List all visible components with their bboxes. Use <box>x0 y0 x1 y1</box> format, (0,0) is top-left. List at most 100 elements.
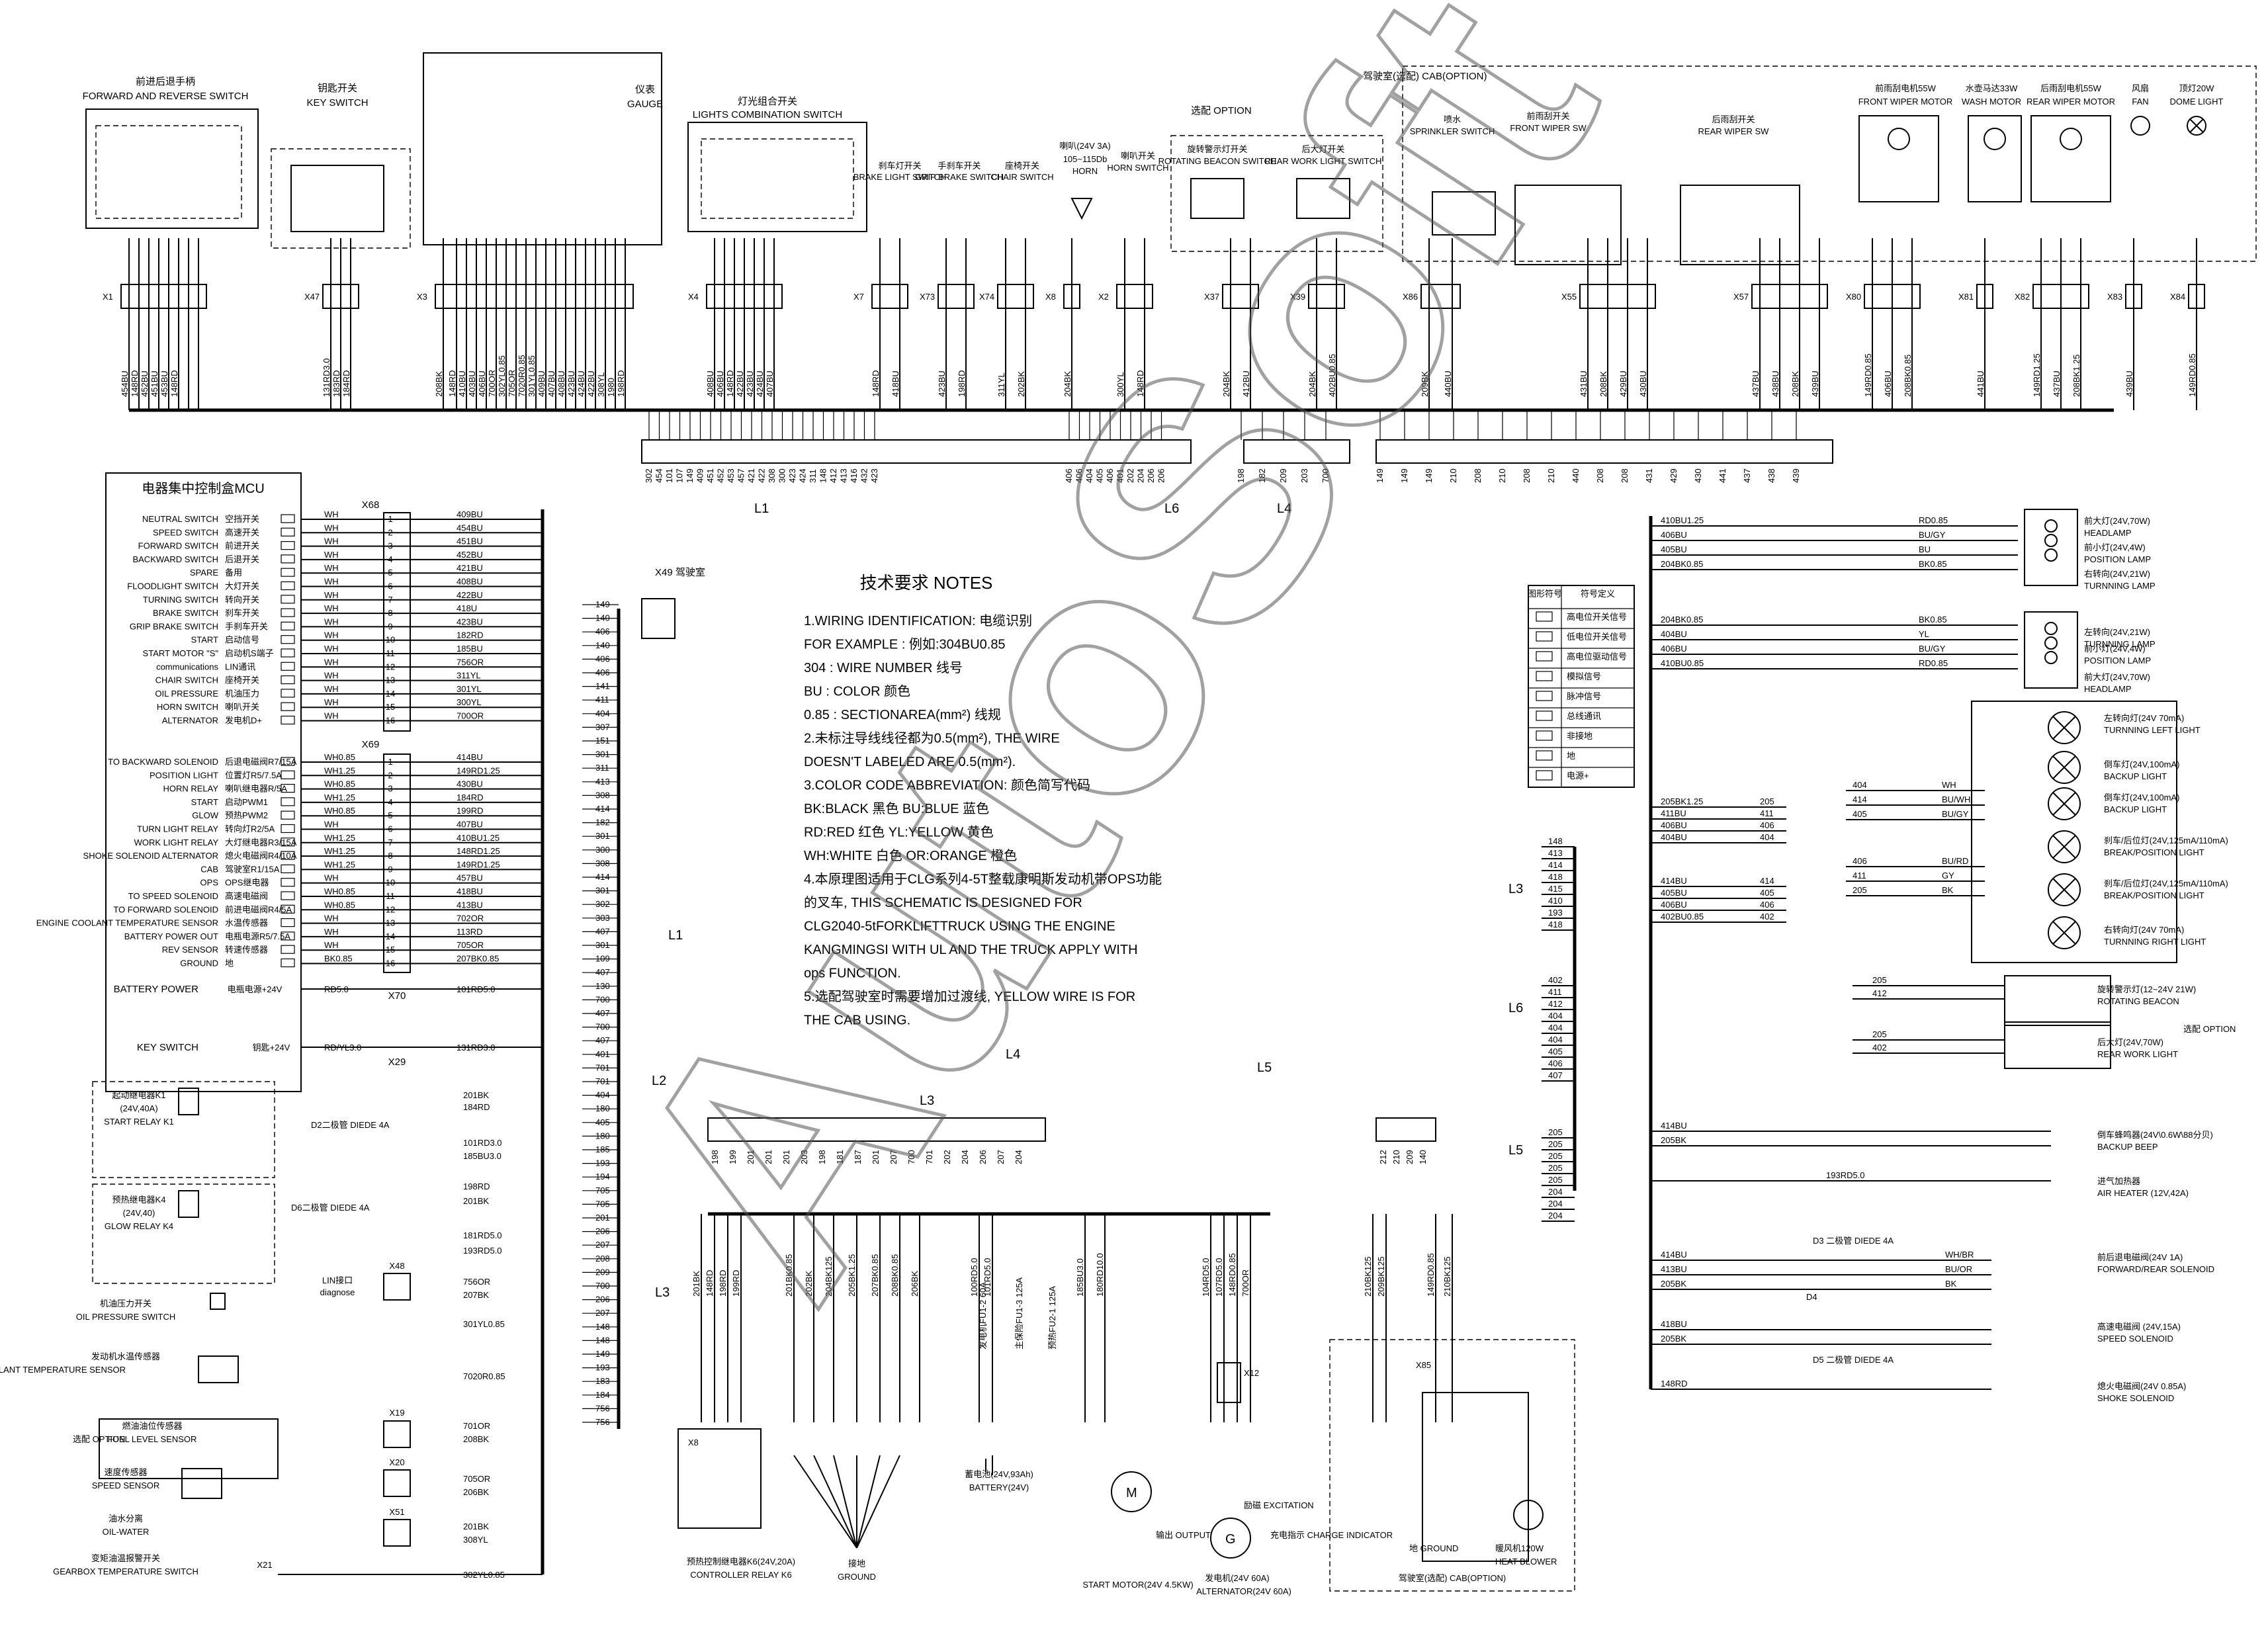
mcu-wire-color: WH0.85 <box>324 752 355 762</box>
wire-number: 101RD5.0 <box>982 1258 992 1297</box>
junction-number: 404 <box>1084 468 1094 483</box>
right-wire-number: 205 <box>1548 1175 1563 1185</box>
mcu-pin: 1 <box>388 757 392 767</box>
signal-type-icon <box>281 554 295 564</box>
junction-number: 182 <box>1257 468 1267 483</box>
lamp-icon <box>2048 751 2081 784</box>
junction-number: 429 <box>1669 468 1679 483</box>
mcu-signal-label: HORN SWITCH <box>157 702 218 712</box>
wire-number: 205BK1.25 <box>847 1254 857 1297</box>
right-wire-color: YL <box>1919 629 1929 639</box>
option-label: 选配 OPTION <box>1191 105 1252 116</box>
mcu-wire-number: 149RD1.25 <box>457 765 500 775</box>
junction-number: 101 <box>664 468 674 483</box>
wire-number: 407BU <box>546 370 556 397</box>
wire-number: 180RD10.0 <box>1095 1253 1105 1297</box>
wire-number: 207BK0.85 <box>870 1254 880 1297</box>
junction-number: 210 <box>1448 468 1458 483</box>
mcu-wire-number: 311YL <box>457 671 481 681</box>
lin-en: diagnose <box>320 1287 355 1297</box>
wire-number: 407BU <box>765 370 775 397</box>
junction-number: 457 <box>736 468 746 483</box>
comp-title-en: BRAKE LIGHT SWITCH <box>853 172 947 182</box>
right-wire-number: 404 <box>1853 780 1867 790</box>
mcu-signal-label: GROUND <box>180 959 218 968</box>
connector-x29: X29 <box>388 1056 406 1068</box>
right-frames: 选配 OPTION <box>1971 509 2236 1069</box>
junction-number: 406 <box>1064 468 1074 483</box>
mcu-signal-label: ENGINE COOLANT TEMPERATURE SENSOR <box>36 918 218 928</box>
mcu-signal-cn: 高速开关 <box>225 527 259 537</box>
right-component-cn: 倒车灯(24V,100mA) <box>2104 793 2179 802</box>
right-wire-number: 414 <box>1548 860 1563 870</box>
mcu-signal-label: REV SENSOR <box>162 945 218 955</box>
right-wire-number: 204 <box>1548 1211 1563 1221</box>
right-wire-color: 405 <box>1760 888 1774 898</box>
junction-number: 149 <box>1375 468 1385 483</box>
mcu-wire-color: WH <box>324 644 339 654</box>
wire: 207BK <box>463 1290 489 1300</box>
bus-label: L5 <box>1257 1060 1272 1075</box>
signal-type-icon <box>281 689 295 698</box>
legend-definition: 高电位驱动信号 <box>1567 652 1627 662</box>
junction-number: 208 <box>1620 468 1630 483</box>
wire: 201BK <box>463 1090 489 1100</box>
bus-label: L4 <box>1277 501 1291 516</box>
junction-number: 208 <box>1522 468 1532 483</box>
mcu-pin: 13 <box>386 675 395 685</box>
right-wire-number: 414 <box>1853 795 1867 804</box>
mcu-signal-cn: 喇叭开关 <box>225 702 259 712</box>
mcu-pin: 9 <box>388 864 392 874</box>
note-line: 1.WIRING IDENTIFICATION: 电缆识别 <box>804 613 1032 628</box>
right-wire-number: 406 <box>1548 1058 1563 1068</box>
legend-definition: 低电位开关信号 <box>1567 632 1627 642</box>
mcu-wire-color: WH <box>324 697 339 707</box>
wire-number: 208BK <box>1790 371 1800 397</box>
junction-number: 198 <box>710 1150 720 1164</box>
mcu-pin: 5 <box>388 810 392 820</box>
mcu-signal-label: SHOKE SOLENOID ALTERNATOR <box>83 851 218 861</box>
rear-wiper-switch-box <box>1680 185 1800 265</box>
junction-number: 204 <box>1136 468 1146 483</box>
right-component-en: SPEED SOLENOID <box>2097 1334 2173 1344</box>
right-wire-number: 404BU <box>1661 832 1687 842</box>
glow-relay-sub: (24V,40) <box>123 1208 155 1218</box>
junction-strip-b <box>1243 439 1350 464</box>
mcu-pin: 13 <box>386 918 395 928</box>
right-wire-number: 204BK0.85 <box>1661 559 1703 569</box>
mcu-signal-cn: 电瓶电源R5/7.5A <box>225 931 290 941</box>
right-wire-color: 411 <box>1760 808 1774 818</box>
comp-title-cn: 喇叭开关 <box>1121 151 1155 161</box>
wire-number: 418BU <box>891 370 900 397</box>
lamp-icon <box>2048 916 2081 949</box>
mcu-signal-label: POSITION LIGHT <box>150 770 218 780</box>
wire-number: 208BK0.85 <box>890 1254 900 1297</box>
fuel-level-cn: 燃油油位传感器 <box>122 1421 182 1431</box>
connector-block <box>1751 284 1828 309</box>
wire-number: 201BK <box>691 1271 701 1297</box>
signal-type-icon <box>281 648 295 658</box>
mcu-wire-color: WH <box>324 577 339 587</box>
legend-symbol-icon <box>1536 691 1553 701</box>
wire: 181RD5.0 <box>463 1230 502 1240</box>
comp-title-en: FRONT WIPER SW <box>1510 123 1587 133</box>
legend-symbol-icon <box>1536 651 1553 662</box>
right-component-en: HEADLAMP <box>2084 528 2132 538</box>
right-wire-color: 406 <box>1760 900 1774 910</box>
wire-number: 204BK <box>1307 371 1317 397</box>
wire-number: 308YL <box>596 372 606 397</box>
mcu-pin: 11 <box>386 891 395 901</box>
right-wire-color: 414 <box>1760 876 1774 886</box>
wire-number: 148RD <box>725 370 735 397</box>
mcu-wire-color: WH0.85 <box>324 779 355 789</box>
wire-number: 100RD5.0 <box>969 1258 979 1297</box>
junction-number: 207 <box>996 1150 1006 1164</box>
right-wire-number: 193 <box>1548 908 1563 918</box>
mcu-signal-cn: 机油压力 <box>225 689 259 699</box>
junction-number: 206 <box>1156 468 1166 483</box>
right-wire-color: 406 <box>1760 820 1774 830</box>
signal-type-icon <box>281 581 295 591</box>
comp-title-cn: 前进后退手柄 <box>136 76 195 87</box>
comp-title-cn: 旋转警示灯开关 <box>1187 144 1247 154</box>
comp-title-cn: 后大灯开关 <box>1301 144 1344 154</box>
